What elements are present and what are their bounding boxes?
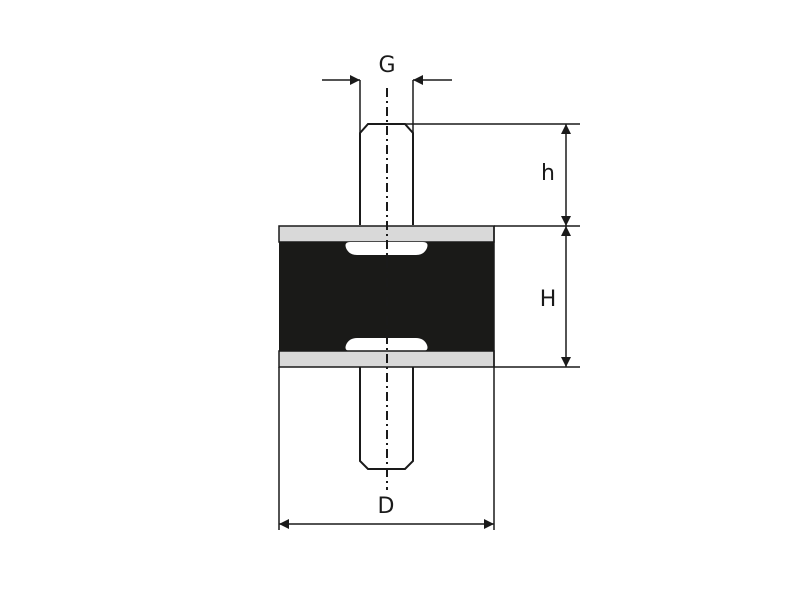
bottom-recess <box>345 338 428 351</box>
dimension-g: G <box>322 53 452 85</box>
label-h-small: h <box>541 161 555 186</box>
dimension-d: D <box>279 494 494 529</box>
label-g: G <box>378 53 395 78</box>
label-h-large: H <box>540 287 557 312</box>
label-d: D <box>378 494 395 519</box>
dimension-h-small: h <box>541 124 571 226</box>
dimension-h-large: H <box>540 226 571 367</box>
rubber-body <box>279 242 494 351</box>
